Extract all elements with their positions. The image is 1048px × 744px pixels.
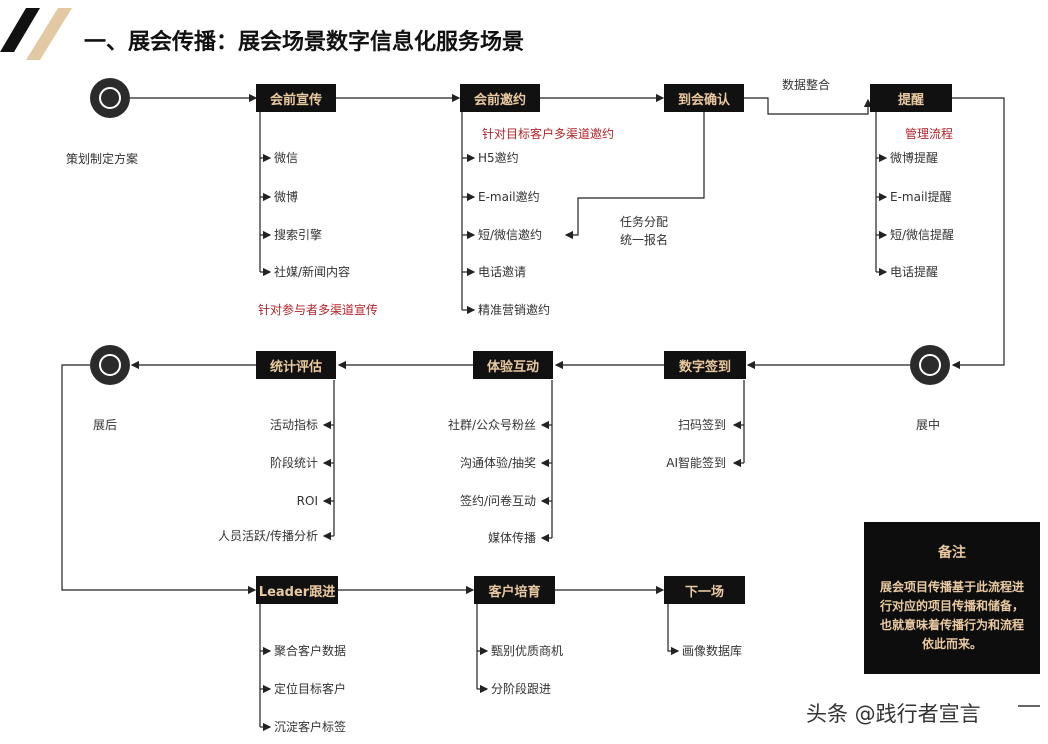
page-title: 一、展会传播：展会场景数字信息化服务场景 xyxy=(84,30,525,55)
interact-item-lottery: 沟通体验/抽奖 xyxy=(459,456,536,470)
watermark: 头条 @践行者宣言 xyxy=(806,702,981,726)
promo-item-search: 搜索引擎 xyxy=(274,228,323,242)
stage-experience-interaction: 体验互动 xyxy=(473,351,553,379)
checkin-item-ai: AI智能签到 xyxy=(666,456,726,470)
unified-signup-label: 统一报名 xyxy=(620,233,669,247)
invite-item-h5: H5邀约 xyxy=(478,151,519,165)
stage-statistics: 统计评估 xyxy=(256,351,336,379)
invite-item-precision: 精准营销邀约 xyxy=(478,303,551,317)
next-item-profile-db: 画像数据库 xyxy=(682,644,743,658)
promo-item-wechat: 微信 xyxy=(274,151,299,165)
reminder-item-sms: 短/微信提醒 xyxy=(890,228,955,242)
interact-item-community: 社群/公众号粉丝 xyxy=(447,418,536,432)
invite-item-sms: 短/微信邀约 xyxy=(478,228,543,242)
stats-item-stage: 阶段统计 xyxy=(269,456,318,470)
promo-item-weibo: 微博 xyxy=(274,190,299,204)
remark-line-1: 展会项目传播基于此流程进 xyxy=(879,580,1024,594)
stage-digital-checkin: 数字签到 xyxy=(664,351,746,379)
start-node-icon xyxy=(90,78,130,118)
stats-item-activity: 人员活跃/传播分析 xyxy=(217,529,318,543)
end-node-icon xyxy=(90,345,130,385)
middle-node-icon xyxy=(910,345,950,385)
task-assign-label: 任务分配 xyxy=(620,215,669,229)
stage-pre-invitation: 会前邀约 xyxy=(460,84,540,112)
cultivate-item-phase: 分阶段跟进 xyxy=(491,682,552,696)
reminder-note: 管理流程 xyxy=(905,127,954,141)
leader-item-tags: 沉淀客户标签 xyxy=(274,720,347,734)
checkin-item-scan: 扫码签到 xyxy=(677,418,726,432)
interact-item-media: 媒体传播 xyxy=(487,531,536,545)
stats-item-metrics: 活动指标 xyxy=(269,418,318,432)
invite-note: 针对目标客户多渠道邀约 xyxy=(482,127,615,141)
interact-item-survey: 签约/问卷互动 xyxy=(459,494,536,508)
remark-line-2: 行对应的项目传播和储备， xyxy=(879,599,1024,613)
reminder-item-email: E-mail提醒 xyxy=(890,190,952,204)
remark-title: 备注 xyxy=(938,545,966,561)
stage-attendance-confirm: 到会确认 xyxy=(664,84,744,112)
data-merge-label: 数据整合 xyxy=(782,78,831,92)
stage-pre-promotion: 会前宣传 xyxy=(256,84,336,112)
stage-customer-cultivation: 客户培育 xyxy=(474,576,555,604)
promo-item-social: 社媒/新闻内容 xyxy=(274,265,351,279)
reminder-item-weibo: 微博提醒 xyxy=(890,151,939,165)
end-node-label: 展后 xyxy=(93,418,118,432)
remark-line-3: 也就意味着传播行为和流程 xyxy=(879,618,1024,632)
remark-line-4: 依此而来。 xyxy=(921,637,982,651)
decor-stripes xyxy=(0,8,72,60)
stage-reminder: 提醒 xyxy=(870,84,952,112)
stage-leader-followup: Leader跟进 xyxy=(256,576,338,604)
start-node-label: 策划制定方案 xyxy=(66,152,139,166)
leader-item-target: 定位目标客户 xyxy=(274,682,347,696)
invite-item-email: E-mail邀约 xyxy=(478,190,540,204)
stats-item-roi: ROI xyxy=(296,494,318,508)
cultivate-item-screen: 甄别优质商机 xyxy=(491,644,564,658)
remark-text: 展会项目传播基于此流程进 行对应的项目传播和储备， 也就意味着传播行为和流程 依… xyxy=(864,578,1040,654)
invite-item-phone: 电话邀请 xyxy=(478,265,527,279)
promo-note: 针对参与者多渠道宣传 xyxy=(258,303,379,317)
remark-box: 备注 展会项目传播基于此流程进 行对应的项目传播和储备， 也就意味着传播行为和流… xyxy=(864,522,1040,674)
stage-next-event: 下一场 xyxy=(664,576,745,604)
middle-node-label: 展中 xyxy=(916,418,941,432)
leader-item-aggregate: 聚合客户数据 xyxy=(274,644,347,658)
reminder-item-phone: 电话提醒 xyxy=(890,265,939,279)
